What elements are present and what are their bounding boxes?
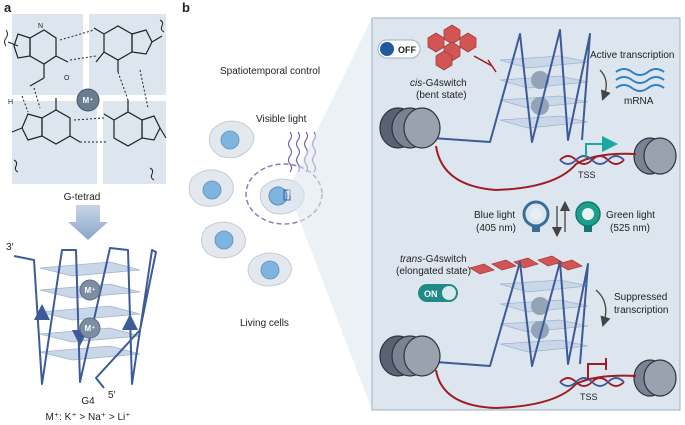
active-arrow bbox=[599, 69, 611, 101]
toggle-on-label: ON bbox=[424, 289, 438, 299]
panel-a-letter: a bbox=[4, 0, 12, 15]
trans-label: trans-G4switch bbox=[400, 254, 467, 265]
toggle-off bbox=[377, 39, 421, 59]
zoom-cone bbox=[288, 18, 372, 410]
blue-bulb-icon bbox=[522, 200, 550, 232]
top-quadruplex bbox=[431, 29, 591, 143]
dna-strand-bottom bbox=[435, 369, 637, 410]
atom-label-h: H bbox=[8, 99, 13, 106]
g4-label: G4 bbox=[81, 396, 95, 407]
suppressed-arrow bbox=[595, 289, 611, 327]
central-cation bbox=[76, 88, 100, 112]
visible-light-label: Visible light bbox=[256, 114, 307, 125]
tss-top-label: TSS bbox=[578, 170, 596, 180]
blue-light-nm: (405 nm) bbox=[476, 223, 516, 234]
mrna-waves bbox=[615, 68, 665, 92]
bottom-quadruplex bbox=[435, 261, 589, 367]
trans-state: (elongated state) bbox=[396, 266, 471, 277]
nucleosome-bottom-left bbox=[379, 335, 441, 377]
strand-5-prime: 5′ bbox=[108, 390, 116, 401]
tetrad-to-g4-arrow bbox=[68, 205, 108, 240]
green-light-nm: (525 nm) bbox=[610, 223, 650, 234]
toggle-off-label: OFF bbox=[398, 45, 416, 55]
nucleosome-top-left bbox=[379, 107, 441, 149]
strand-3-prime: 3′ bbox=[6, 242, 14, 253]
central-cation-label: M⁺ bbox=[83, 96, 94, 105]
g4-cation-badge-2: M⁺ bbox=[85, 324, 96, 333]
nucleosome-bottom-right bbox=[633, 359, 677, 397]
cis-label: cis-G4switch bbox=[410, 78, 467, 89]
g4-cation-badge-1: M⁺ bbox=[85, 286, 96, 295]
g-quadruplex bbox=[13, 247, 157, 389]
cis-g4switch-molecule bbox=[427, 24, 477, 71]
blue-light-label: Blue light bbox=[474, 210, 515, 221]
tss-arrow-top bbox=[585, 136, 618, 158]
tss-bottom-label: TSS bbox=[580, 392, 598, 402]
atom-label-n: N bbox=[38, 23, 43, 30]
mrna-label: mRNA bbox=[624, 96, 654, 107]
suppressed-label-2: transcription bbox=[614, 305, 668, 316]
dna-helix-bottom bbox=[559, 377, 625, 387]
spatiotemporal-label: Spatiotemporal control bbox=[220, 66, 320, 77]
atom-label-o: O bbox=[64, 75, 70, 82]
tss-blocked-bottom bbox=[587, 358, 607, 380]
active-transcription-label: Active transcription bbox=[590, 50, 674, 61]
living-cells-label: Living cells bbox=[240, 318, 289, 329]
g-tetrad-structure: N O H M⁺ bbox=[4, 14, 167, 184]
inhibit-bar-top bbox=[473, 55, 497, 73]
toggle-on bbox=[418, 284, 458, 302]
cation-order: M⁺: K⁺ > Na⁺ > Li⁺ bbox=[45, 412, 130, 423]
trans-g4switch-molecule bbox=[469, 255, 583, 275]
cis-state: (bent state) bbox=[416, 90, 467, 101]
panel-b-letter: b bbox=[182, 0, 190, 15]
dna-helix-top bbox=[559, 155, 625, 165]
green-light-label: Green light bbox=[606, 210, 655, 221]
g-tetrad-label: G-tetrad bbox=[64, 192, 101, 203]
green-bulb-icon bbox=[575, 201, 601, 232]
suppressed-label-1: Suppressed bbox=[614, 292, 667, 303]
nucleosome-top-right bbox=[633, 137, 677, 175]
